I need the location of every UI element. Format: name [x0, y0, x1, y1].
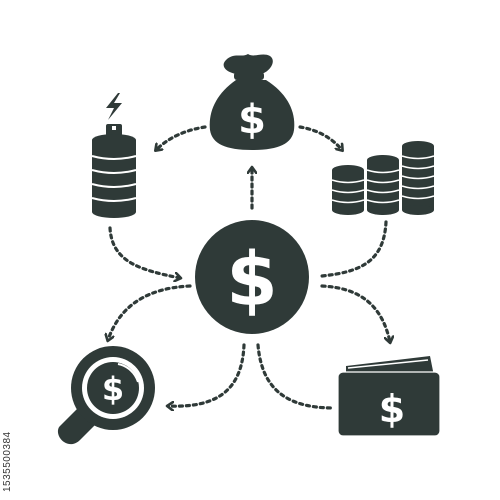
- line-center-to-wallet-lower: [256, 343, 336, 410]
- center-dollar-symbol: $: [226, 237, 278, 323]
- coin-stack-medium: [367, 155, 399, 215]
- bag-dollar-symbol: $: [238, 97, 266, 143]
- connectors: [108, 125, 390, 410]
- lightning-icon: [106, 93, 122, 120]
- arrow-battery-to-center: [108, 226, 180, 278]
- arrow-center-to-magnifier: [108, 284, 192, 340]
- magnifier-dollar-symbol: $: [102, 370, 124, 408]
- battery-charge-icon: [91, 93, 137, 218]
- arrow-bag-to-coins: [298, 125, 342, 150]
- stock-image-id: 1535500384: [2, 431, 13, 492]
- arrow-center-to-wallet: [320, 284, 390, 342]
- dollar-coin-icon: $: [195, 220, 309, 334]
- line-coins-to-center: [320, 220, 388, 278]
- money-bag-icon: $: [209, 54, 295, 150]
- arrow-center-to-magnifier-lower: [168, 343, 246, 406]
- wallet-dollar-symbol: $: [379, 387, 405, 431]
- magnifier-dollar-icon: $: [57, 346, 155, 445]
- wallet-cash-icon: $: [337, 356, 441, 437]
- coin-stacks-icon: [331, 141, 435, 215]
- arrow-bag-to-battery: [156, 125, 207, 150]
- coin-stack-short: [332, 165, 364, 215]
